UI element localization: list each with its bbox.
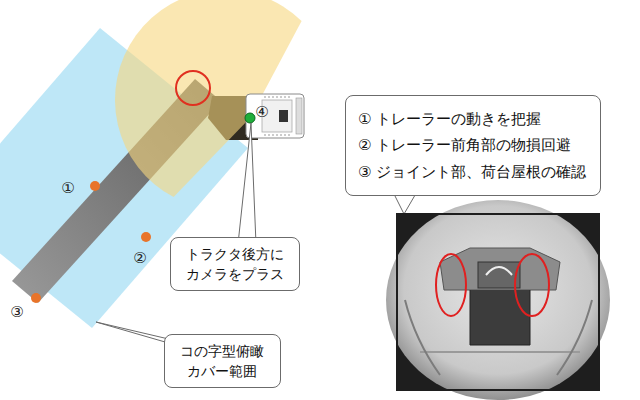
camera-dot xyxy=(31,293,41,303)
info-bubble: ① トレーラーの動きを把握② トレーラー前角部の物損回避③ ジョイント部、荷台屋… xyxy=(345,95,601,196)
callout-number: ① xyxy=(61,181,74,196)
camera-dot xyxy=(90,181,100,191)
callout-box: コの字型俯瞰 カバー範囲 xyxy=(164,334,281,389)
bubble-line: ③ ジョイント部、荷台屋根の確認 xyxy=(358,159,588,185)
corner-circle xyxy=(176,71,210,105)
bubble-line: ① トレーラーの動きを把握 xyxy=(358,106,588,132)
callout-number: ③ xyxy=(10,305,23,320)
callout-number: ② xyxy=(133,251,146,266)
callout-box: トラクタ後方に カメラをプラス xyxy=(170,237,300,292)
callout-number: ④ xyxy=(255,105,268,120)
camera-dot xyxy=(245,113,255,123)
camera-dot xyxy=(141,232,151,242)
bubble-line: ② トレーラー前角部の物損回避 xyxy=(358,132,588,158)
camera-image xyxy=(386,200,610,400)
callout-text: コの字型俯瞰 カバー範囲 xyxy=(177,341,268,382)
callout-text: トラクタ後方に カメラをプラス xyxy=(183,244,287,285)
tractor xyxy=(246,94,304,138)
callout-tail xyxy=(238,123,256,244)
